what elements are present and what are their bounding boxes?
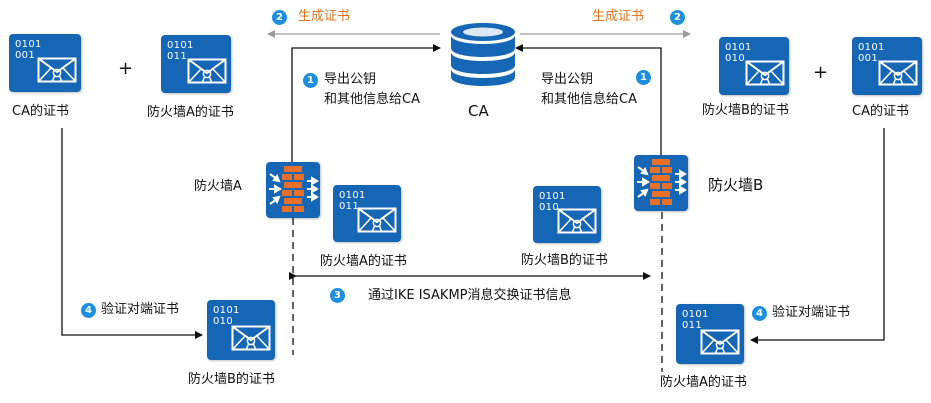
certificate-bit-line: 010: [539, 202, 559, 213]
certificate-bit-line: 0101: [539, 191, 566, 202]
verify-arrow-left: [61, 128, 203, 339]
envelope-icon: [37, 57, 77, 87]
certificate-bit-line: 011: [339, 201, 359, 212]
certificate-bit-line: 001: [858, 53, 878, 64]
verify-label-right: 验证对端证书: [772, 305, 851, 320]
firewall-a-certificate-label: 防火墙A的证书: [147, 105, 234, 120]
firewall-b-icon: [634, 155, 688, 211]
plus-sign-right: +: [813, 62, 829, 83]
firewall-b-certificate-label: 防火墙B的证书: [702, 103, 789, 118]
generate-label-left: 生成证书: [298, 9, 351, 24]
certificate-bit-line: 001: [15, 50, 35, 61]
certificate-bit-line: 011: [682, 320, 702, 331]
firewall-a-label: 防火墙A: [194, 179, 242, 194]
envelope-icon: [745, 60, 785, 90]
certificate-bit-line: 0101: [682, 309, 709, 320]
exchange-label: 通过IKE ISAKMP消息交换证书信息: [368, 288, 572, 303]
step-badge-export-left: 1: [303, 73, 318, 88]
certificate-bit-line: 010: [213, 316, 233, 327]
export-label-left-line2: 和其他信息给CA: [324, 92, 420, 107]
peer-certificate-left-label: 防火墙B的证书: [188, 372, 275, 387]
step-badge-generate-right: 2: [670, 10, 685, 25]
export-arrow-right: [515, 44, 662, 155]
envelope-icon: [231, 325, 271, 355]
export-arrow-left: [291, 44, 441, 162]
firewall-a-icon: [266, 162, 320, 218]
step-badge-verify-left: 4: [81, 303, 96, 318]
generate-label-right: 生成证书: [592, 9, 645, 24]
envelope-icon: [878, 60, 918, 90]
ca-certificate-right-label: CA的证书: [852, 104, 909, 119]
firewall-a-certificate-sent-label: 防火墙A的证书: [320, 254, 407, 269]
certificate-bit-line: 011: [167, 51, 187, 62]
firewall-b-label: 防火墙B: [708, 176, 764, 194]
certificate-bit-line: 0101: [15, 39, 42, 50]
database-icon: [451, 23, 515, 86]
firewall-b-certificate-sent-label: 防火墙B的证书: [521, 253, 608, 268]
verify-label-left: 验证对端证书: [101, 302, 180, 317]
ca-label: CA: [468, 102, 489, 120]
export-label-right-line2: 和其他信息给CA: [541, 92, 637, 107]
certificate-bit-line: 0101: [858, 42, 885, 53]
certificate-bit-line: 0101: [339, 190, 366, 201]
step-badge-exchange: 3: [330, 288, 345, 303]
envelope-icon: [357, 207, 397, 237]
export-label-left-line1: 导出公钥: [324, 72, 377, 87]
envelope-icon: [187, 58, 227, 88]
step-badge-generate-left: 2: [272, 10, 287, 25]
plus-sign-left: +: [118, 58, 134, 79]
ca-certificate-left-label: CA的证书: [12, 104, 69, 119]
verify-arrow-right: [750, 128, 885, 344]
export-label-right-line1: 导出公钥: [541, 72, 594, 87]
certificate-bit-line: 0101: [725, 42, 752, 53]
certificate-bit-line: 0101: [213, 305, 240, 316]
certificate-bit-line: 0101: [167, 40, 194, 51]
step-badge-export-right: 1: [636, 70, 651, 85]
envelope-icon: [557, 208, 597, 238]
step-badge-verify-right: 4: [752, 306, 767, 321]
peer-certificate-right-label: 防火墙A的证书: [660, 375, 747, 390]
envelope-icon: [700, 329, 740, 359]
certificate-bit-line: 010: [725, 53, 745, 64]
